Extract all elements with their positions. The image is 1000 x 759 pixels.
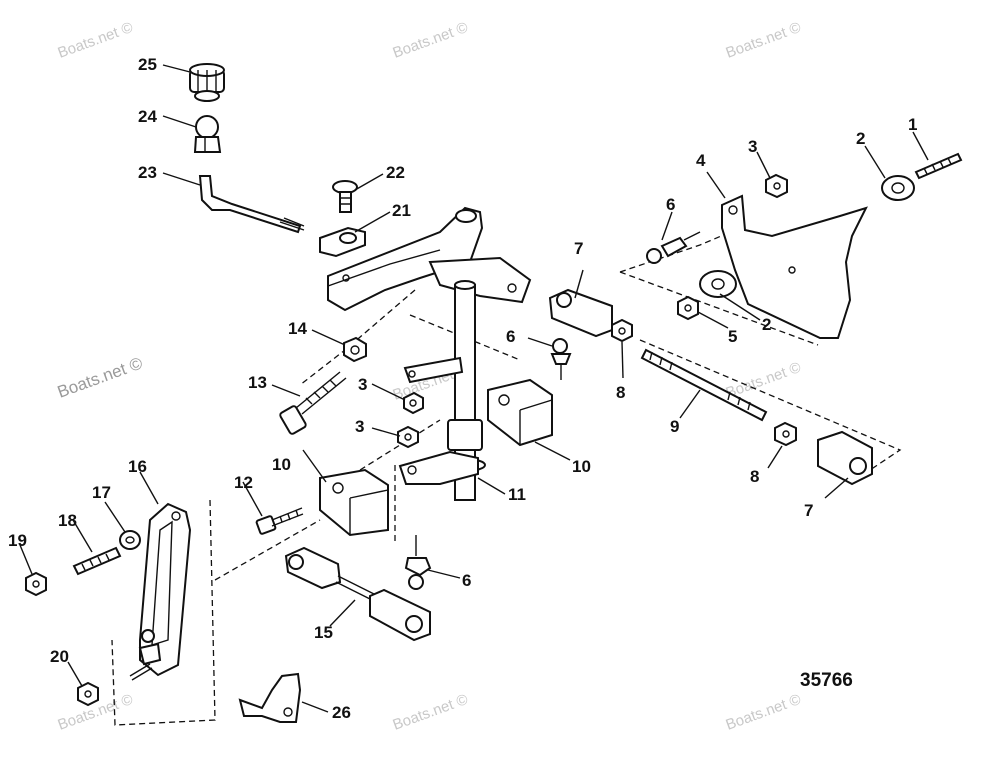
part-3-nut [765, 173, 788, 199]
callout-24: 24 [138, 107, 157, 126]
part-24-ball-joint [193, 115, 222, 153]
callout-3: 3 [748, 137, 757, 156]
callout-20: 20 [50, 647, 69, 666]
throttle-arm [327, 206, 532, 312]
part-25-bushing [189, 63, 225, 102]
callout-2: 2 [762, 315, 771, 334]
part-10-block-lower [319, 468, 389, 537]
part-22-screw [332, 180, 358, 213]
callout-5: 5 [728, 327, 737, 346]
callout-8: 8 [750, 467, 759, 486]
callout-21: 21 [392, 201, 411, 220]
part-3-nut [397, 425, 419, 449]
part-12-screw [255, 507, 304, 535]
callout-10: 10 [572, 457, 591, 476]
part-13-screw [279, 371, 347, 435]
part-2-washer [699, 270, 737, 298]
part-17-washer [119, 530, 141, 550]
part-23-link-rod [198, 175, 305, 234]
part-16-lever [129, 502, 192, 681]
callout-13: 13 [248, 373, 267, 392]
watermark: Boats.net © [391, 691, 471, 734]
control-shaft [403, 280, 486, 501]
part-15-link [284, 546, 431, 642]
callout-2: 2 [856, 129, 865, 148]
part-19-nut [25, 571, 47, 597]
callout-1: 1 [908, 115, 917, 134]
part-11-lower-arm [398, 450, 479, 485]
callout-6: 6 [462, 571, 471, 590]
diagram-number: 35766 [800, 670, 853, 691]
callout-14: 14 [288, 319, 307, 338]
part-7-rod-end [548, 288, 613, 338]
callout-25: 25 [138, 55, 157, 74]
part-3-nut [403, 391, 424, 415]
callout-8: 8 [616, 383, 625, 402]
part-2-washer [881, 175, 915, 201]
callout-7: 7 [804, 501, 813, 520]
part-6-ball-stud [646, 231, 701, 264]
part-20-nut [77, 681, 99, 707]
callout-18: 18 [58, 511, 77, 530]
leader-lines [19, 64, 929, 713]
part-4-bracket [721, 194, 868, 339]
callout-7: 7 [574, 239, 583, 258]
callout-labels: 25 24 23 22 21 14 13 3 3 6 7 8 10 11 10 … [8, 55, 917, 722]
part-7-rod-end [817, 430, 873, 486]
part-6-ball-stud [404, 535, 432, 590]
assembly-dashed-lines [111, 227, 902, 726]
watermark: Boats.net © [56, 19, 136, 62]
callout-17: 17 [92, 483, 111, 502]
callout-23: 23 [138, 163, 157, 182]
part-14-nut [343, 336, 367, 363]
watermark: Boats.net © [724, 19, 804, 62]
part-9-threaded-rod [640, 348, 768, 422]
part-26-bracket [238, 672, 302, 723]
part-8-nut [611, 318, 633, 343]
callout-3: 3 [358, 375, 367, 394]
callout-11: 11 [508, 485, 526, 504]
watermark: Boats.net © [55, 353, 146, 401]
part-1-stud [914, 152, 963, 180]
callout-26: 26 [332, 703, 351, 722]
part-6-ball-stud [550, 338, 572, 380]
callout-12: 12 [234, 473, 253, 492]
callout-3: 3 [355, 417, 364, 436]
part-10-block-upper [487, 378, 553, 447]
callout-16: 16 [128, 457, 147, 476]
callout-4: 4 [696, 151, 706, 170]
watermark: Boats.net © [391, 19, 471, 62]
part-18-stud [72, 546, 122, 576]
callout-6: 6 [506, 327, 515, 346]
callout-15: 15 [314, 623, 333, 642]
callout-10: 10 [272, 455, 291, 474]
watermark: Boats.net © [724, 691, 804, 734]
part-21-block [319, 226, 366, 258]
callout-6: 6 [666, 195, 675, 214]
callout-9: 9 [670, 417, 679, 436]
callout-19: 19 [8, 531, 27, 550]
callout-22: 22 [386, 163, 405, 182]
part-5-nut [677, 295, 699, 321]
part-8-nut [774, 421, 797, 447]
